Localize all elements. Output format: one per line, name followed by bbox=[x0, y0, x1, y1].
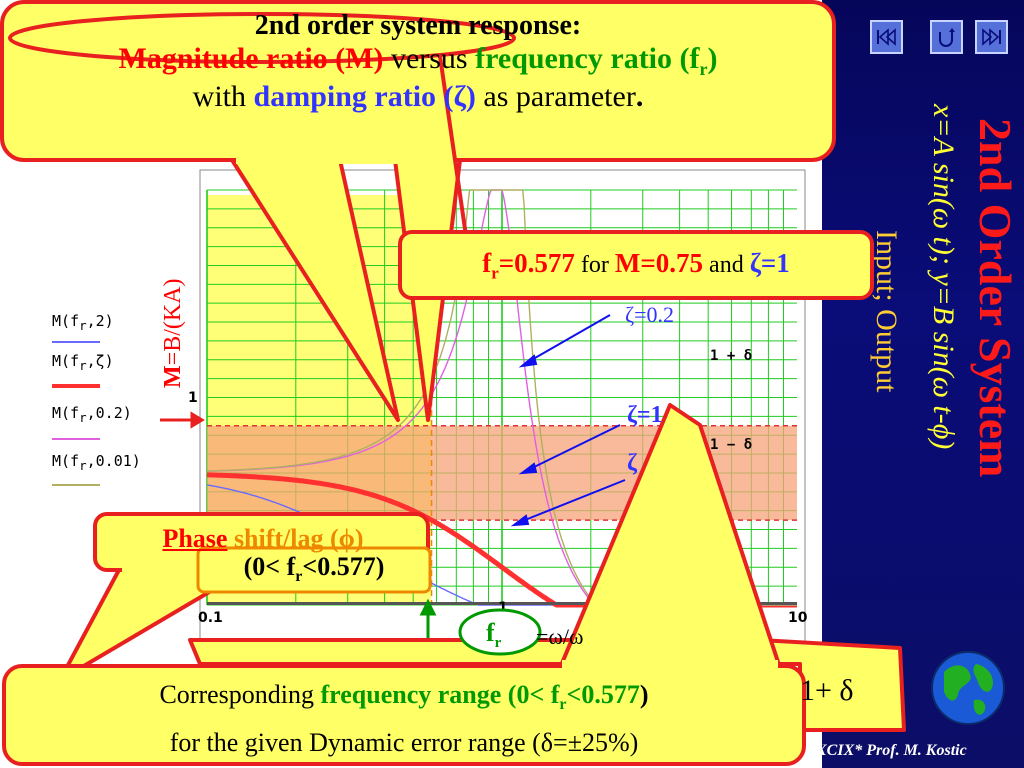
corr-text: Corresponding bbox=[159, 680, 321, 709]
fr-main: f bbox=[482, 248, 492, 278]
fr-and: and bbox=[703, 252, 750, 278]
footer-credit: XCIX* Prof. M. Kostic bbox=[816, 742, 967, 759]
param-text: as parameter bbox=[475, 80, 636, 113]
magnitude-text: Magnitude ratio (M) bbox=[118, 42, 384, 75]
title-sidebar bbox=[822, 0, 1024, 768]
nav-first-button[interactable] bbox=[870, 20, 903, 54]
range-small-box bbox=[196, 546, 432, 594]
param-dot: . bbox=[635, 80, 644, 113]
zeta-1-text: ζ=1 bbox=[627, 402, 663, 428]
chart-arrows bbox=[510, 314, 626, 527]
freq-range-paren: ) bbox=[639, 680, 649, 709]
legend-item-zeta: M(fr,ζ) bbox=[52, 352, 114, 373]
x-tick-10: 10 bbox=[788, 610, 808, 626]
zeta-0-2-label: ζ=0.2 bbox=[625, 302, 674, 328]
bottom-callout: Corresponding frequency range (0< fr<0.5… bbox=[8, 676, 800, 762]
range-small-callout: (0< fr<0.577) bbox=[200, 552, 428, 586]
legend-swatch-zeta-2 bbox=[52, 341, 100, 343]
top-callout-line1: 2nd order system response: bbox=[254, 10, 582, 41]
bottom-callout-shape bbox=[2, 403, 806, 766]
top-callout: 2nd order system response: Magnitude rat… bbox=[10, 10, 826, 114]
delta-plus-text: 1+ δ bbox=[800, 674, 854, 707]
legend-param: ,0.2) bbox=[86, 404, 132, 422]
frequency-sub: r bbox=[699, 59, 708, 79]
zeta-partial-text: ζ bbox=[627, 450, 637, 476]
top-callout-line3: with damping ratio (ζ) as parameter. bbox=[10, 80, 826, 114]
bottom-callout-line1: Corresponding frequency range (0< fr<0.5… bbox=[8, 676, 800, 724]
legend-sub: r bbox=[79, 458, 87, 473]
legend-param: ,0.01) bbox=[86, 452, 141, 470]
legend-label: M(f bbox=[52, 452, 80, 470]
y-one-arrow bbox=[160, 411, 205, 429]
fr-value: =0.577 bbox=[498, 248, 575, 278]
legend-swatch-zeta-0-2 bbox=[52, 438, 100, 440]
globe-icon bbox=[931, 651, 1005, 725]
range-small-open: (0< f bbox=[243, 552, 296, 581]
frequency-end: ) bbox=[707, 42, 718, 75]
zeta-0-2-text: ζ=0.2 bbox=[625, 302, 675, 327]
legend-sub: r bbox=[79, 318, 87, 333]
bottom-callout-line2: for the given Dynamic error range (δ=±25… bbox=[169, 728, 639, 758]
y-tick-1: 1 bbox=[188, 390, 198, 406]
with-text: with bbox=[192, 80, 254, 113]
legend-sub: r bbox=[79, 410, 87, 425]
shift-text: shift/lag bbox=[227, 524, 331, 553]
legend-label: M(f bbox=[52, 352, 80, 370]
fr-sub: r bbox=[491, 263, 499, 283]
legend-item-zeta-2: M(fr,2) bbox=[52, 312, 114, 333]
freq-range-text: frequency range bbox=[320, 680, 502, 709]
zeta-partial-label: ζ bbox=[627, 450, 637, 477]
phi-text: (ϕ) bbox=[330, 524, 364, 553]
omega-partial: =ω/ω bbox=[536, 624, 583, 650]
x-tick-0-1: 0.1 bbox=[198, 610, 223, 626]
top-callout-shape bbox=[0, 0, 836, 422]
range-small-sub: r bbox=[295, 568, 303, 586]
fr-bubble: fr bbox=[486, 618, 501, 652]
legend-item-zeta-0-2: M(fr,0.2) bbox=[52, 404, 132, 425]
title-highlight-ellipse bbox=[8, 12, 516, 64]
freq-range-sub: r bbox=[559, 696, 567, 714]
phase-text: Phase bbox=[162, 524, 228, 553]
fr-for: for bbox=[574, 252, 615, 278]
range-small-close: <0.577) bbox=[302, 552, 385, 581]
fr-bubble-sub: r bbox=[494, 635, 502, 652]
fr-zeta: ζ=1 bbox=[749, 248, 790, 278]
return-icon bbox=[939, 28, 955, 47]
damping-text: damping ratio (ζ) bbox=[253, 80, 476, 113]
legend-sub: r bbox=[79, 358, 87, 373]
first-icon bbox=[877, 28, 896, 46]
last-icon bbox=[982, 28, 1001, 46]
chart-baseline bbox=[207, 602, 797, 605]
phase-callout: Phase shift/lag (ϕ) bbox=[98, 524, 428, 554]
legend-label: M(f bbox=[52, 312, 80, 330]
legend-param: ,ζ) bbox=[86, 352, 114, 370]
one-minus-delta-label: 1 − δ bbox=[710, 437, 753, 453]
fr-callout: fr=0.577 for M=0.75 and ζ=1 bbox=[402, 248, 870, 283]
omega-partial-text: =ω/ω bbox=[536, 624, 584, 649]
fr-m-value: M=0.75 bbox=[614, 248, 704, 278]
fr-bubble-text: f bbox=[486, 618, 495, 647]
one-plus-delta-label: 1 + δ bbox=[710, 348, 753, 364]
frequency-text: frequency ratio (f bbox=[475, 42, 700, 75]
nav-last-button[interactable] bbox=[975, 20, 1008, 54]
legend-item-zeta-0-01: M(fr,0.01) bbox=[52, 452, 141, 473]
legend-label: M(f bbox=[52, 404, 80, 422]
top-pointer-line bbox=[438, 55, 468, 237]
nav-return-button[interactable] bbox=[930, 20, 963, 54]
legend-swatch-zeta bbox=[52, 384, 100, 388]
zeta-1-label: ζ=1 bbox=[627, 402, 663, 429]
freq-range-close: <0.577 bbox=[566, 680, 640, 709]
fr-bubble-ellipse bbox=[458, 608, 542, 656]
x-tick-1: 1 bbox=[498, 600, 508, 616]
legend-param: ,2) bbox=[86, 312, 114, 330]
fr-callout-box bbox=[398, 230, 874, 300]
top-callout-line2: Magnitude ratio (M) versus frequency rat… bbox=[10, 42, 826, 80]
fr-up-arrow bbox=[419, 598, 437, 638]
legend-swatch-zeta-0-01 bbox=[52, 484, 100, 486]
delta-plus-label: 1+ δ bbox=[800, 674, 854, 708]
freq-range-open: (0< f bbox=[501, 680, 560, 709]
versus-text: versus bbox=[383, 42, 476, 75]
